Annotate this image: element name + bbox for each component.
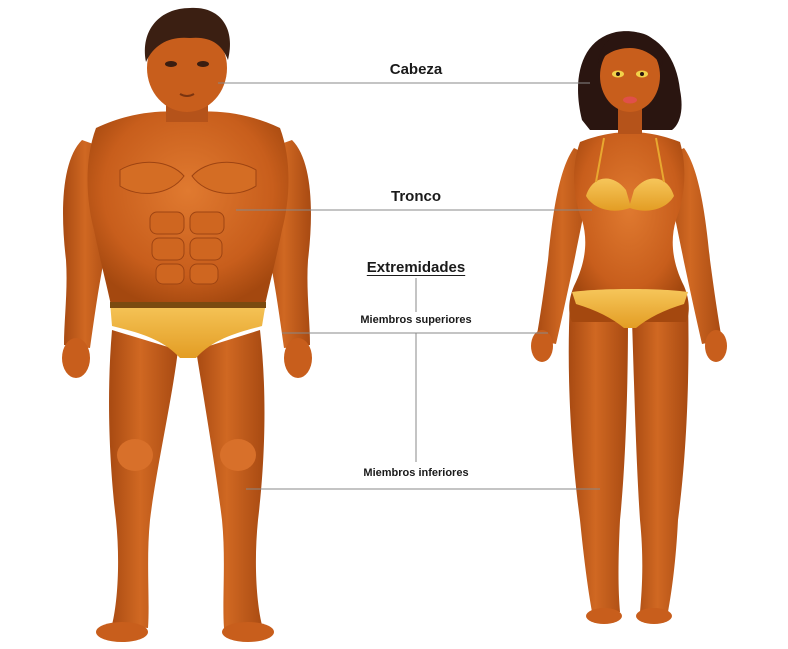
female-right-hand: [705, 330, 727, 362]
female-right-leg: [632, 300, 689, 612]
female-left-hand: [531, 330, 553, 362]
female-left-foot: [586, 608, 622, 624]
male-left-leg: [109, 330, 178, 628]
male-figure: [62, 8, 312, 642]
male-left-foot: [96, 622, 148, 642]
male-right-foot: [222, 622, 274, 642]
female-left-leg: [569, 300, 628, 612]
female-right-foot: [636, 608, 672, 624]
label-lower-limbs: Miembros inferiores: [363, 467, 468, 479]
male-torso: [88, 111, 289, 310]
label-trunk: Tronco: [391, 188, 441, 205]
male-right-leg: [196, 330, 264, 628]
male-right-hand: [284, 338, 312, 378]
label-limbs: Extremidades: [367, 259, 465, 276]
label-upper-limbs: Miembros superiores: [360, 314, 471, 326]
female-figure: [531, 31, 727, 624]
label-head: Cabeza: [390, 61, 443, 78]
male-left-hand: [62, 338, 90, 378]
